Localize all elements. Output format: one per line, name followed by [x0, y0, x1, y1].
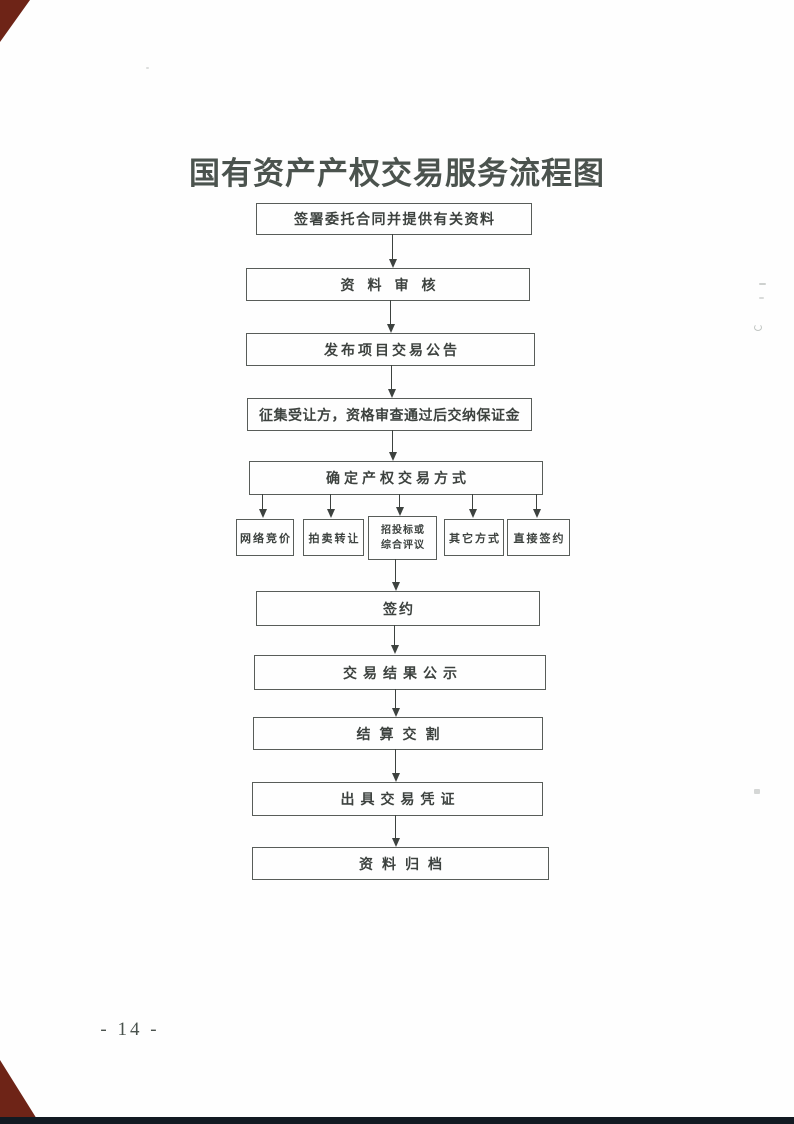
flow-step-label-1: 签署委托合同并提供有关资料	[294, 213, 496, 228]
flow-branch-box-3: 招投标或 综合评议	[368, 516, 437, 560]
page-title: 国有资产产权交易服务流程图	[189, 155, 605, 191]
page-number: - 14 -	[100, 1019, 160, 1040]
flow-arrow-2	[386, 300, 395, 333]
flow-branch-box-5: 直接签约	[507, 519, 570, 556]
flow-arrow-8	[391, 749, 400, 782]
flow-branch-label-5: 直接签约	[513, 532, 566, 545]
flow-branch-box-4: 其它方式	[444, 519, 504, 556]
flow-branch-arrow-5	[532, 494, 541, 518]
flow-step-label-4: 征集受让方，资格审查通过后交纳保证金	[259, 408, 520, 424]
flow-branch-label-4: 其它方式	[449, 532, 501, 545]
flow-arrow-1	[388, 234, 397, 268]
scan-speckle	[754, 324, 762, 331]
flow-step-label-6: 签约	[383, 602, 415, 618]
flow-step-label-3: 发布项目交易公告	[324, 343, 460, 359]
flow-branch-label-2: 拍卖转让	[308, 532, 361, 545]
scan-speckle	[146, 67, 149, 69]
flow-arrow-9	[391, 815, 400, 847]
scan-speckle	[759, 283, 766, 285]
flow-step-box-8: 结算交割	[253, 717, 543, 750]
scan-corner-mark-top-left	[0, 0, 30, 42]
flow-branch-arrow-3	[395, 494, 404, 516]
flow-step-label-10: 资料归档	[359, 857, 451, 873]
flow-branch-label-3-line2: 综合评议	[381, 540, 425, 551]
flow-step-box-9: 出具交易凭证	[252, 782, 543, 816]
scan-corner-mark-bottom-left	[0, 1060, 40, 1124]
scan-speckle	[759, 297, 764, 299]
flow-step-box-5: 确定产权交易方式	[249, 461, 543, 495]
flow-branch-label-3-line1: 招投标或	[381, 524, 425, 536]
flow-step-box-1: 签署委托合同并提供有关资料	[256, 203, 532, 235]
flow-step-box-7: 交易结果公示	[254, 655, 546, 690]
flow-arrow-7	[391, 689, 400, 717]
flow-branch-arrow-4	[468, 494, 477, 518]
flow-branch-arrow-2	[326, 494, 335, 518]
flow-arrow-4	[388, 430, 397, 461]
flow-step-box-10: 资料归档	[252, 847, 549, 880]
flow-step-box-6: 签约	[256, 591, 540, 626]
flow-step-label-7: 交易结果公示	[343, 666, 463, 682]
flow-step-label-5: 确定产权交易方式	[326, 472, 470, 487]
scan-speckle	[754, 789, 760, 794]
flow-branch-label-1: 网络竞价	[240, 532, 292, 545]
flow-arrow-5	[391, 559, 400, 591]
flow-branch-box-1: 网络竞价	[236, 519, 294, 556]
flow-step-box-4: 征集受让方，资格审查通过后交纳保证金	[247, 398, 532, 431]
flow-branch-box-2: 拍卖转让	[303, 519, 364, 556]
flow-arrow-3	[387, 365, 396, 398]
flow-step-label-9: 出具交易凭证	[340, 793, 461, 808]
flow-step-label-8: 结算交割	[356, 727, 449, 743]
flow-step-box-2: 资料审核	[246, 268, 530, 301]
flow-step-box-3: 发布项目交易公告	[246, 333, 535, 366]
flow-arrow-6	[390, 625, 399, 654]
flow-branch-arrow-1	[258, 494, 267, 518]
flow-step-label-2: 资料审核	[340, 278, 449, 294]
scan-edge-band-bottom	[0, 1117, 794, 1124]
